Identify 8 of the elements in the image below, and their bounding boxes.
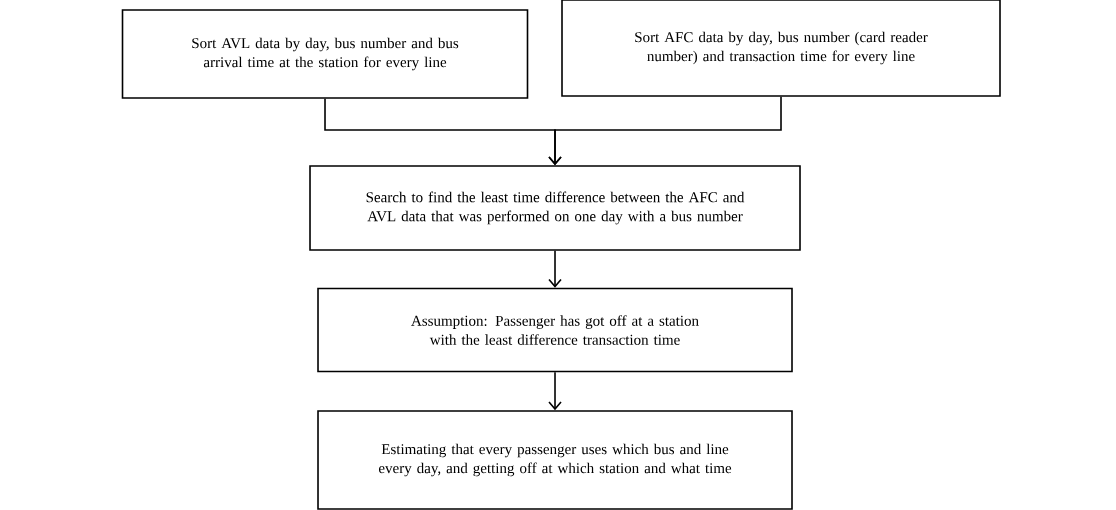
process-box: Sort AVL data by day, bus number and bus arrival time at the station for every line <box>121 9 529 99</box>
process-box: Search to find the least time difference between the AFC and AVL data that was performed on one day with a bus number <box>309 165 801 251</box>
arrow <box>548 371 562 411</box>
process-box: Sort AFC data by day, bus number (card reader number) and transaction time for every line <box>561 0 1001 97</box>
process-box: Assumption: Passenger has got off at a station with the least difference transaction time <box>317 287 793 373</box>
process-box: Estimating that every passenger uses which bus and line every day, and getting off at which station and what time <box>317 410 793 510</box>
arrow <box>548 96 782 166</box>
arrow <box>548 250 562 288</box>
